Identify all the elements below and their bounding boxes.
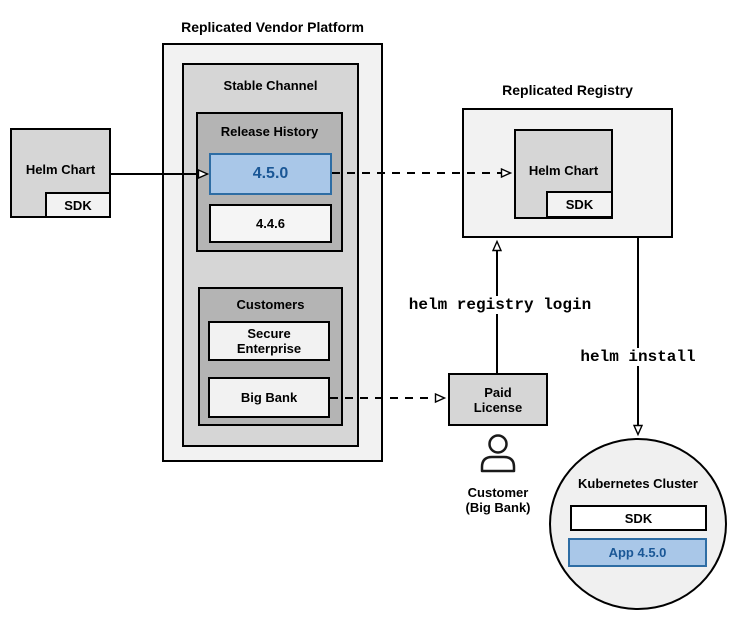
kubernetes-cluster-title: Kubernetes Cluster [578,476,698,491]
cluster-app-box: App 4.5.0 [568,538,707,567]
paid-license-label: Paid License [473,384,523,415]
sdk-label: SDK [624,510,653,526]
release-version-label: 4.5.0 [252,165,289,182]
helm-install-command: helm install [576,348,700,366]
vendor-platform-title: Replicated Vendor Platform [181,19,364,35]
release-version-label: 4.4.6 [256,216,285,231]
customer-secure-enterprise-box: Secure Enterprise [208,321,330,361]
registry-sdk-box: SDK [546,191,613,218]
release-history-title: Release History [220,124,319,139]
customer-big-bank-box: Big Bank [208,377,330,418]
customers-title: Customers [236,297,305,312]
paid-license-box: Paid License [448,373,548,426]
customer-caption-line1: Customer [467,485,529,500]
customer-caption-line2: (Big Bank) [465,500,531,515]
sdk-label: SDK [565,197,594,212]
helm-chart-label: Helm Chart [25,161,96,177]
stable-channel-title: Stable Channel [223,78,318,93]
release-version-4-5-0: 4.5.0 [209,153,332,195]
sdk-label: SDK [64,197,92,213]
registry-title: Replicated Registry [502,82,633,98]
customer-name-label: Big Bank [240,390,298,405]
helm-chart-label: Helm Chart [528,162,599,178]
cluster-sdk-box: SDK [570,505,707,531]
customer-caption: Customer (Big Bank) [443,485,553,515]
app-version-label: App 4.5.0 [608,545,667,560]
helm-registry-login-command: helm registry login [402,296,598,314]
release-version-4-4-6: 4.4.6 [209,204,332,243]
customer-name-label: Secure Enterprise [236,326,302,356]
source-sdk-box: SDK [45,192,111,218]
